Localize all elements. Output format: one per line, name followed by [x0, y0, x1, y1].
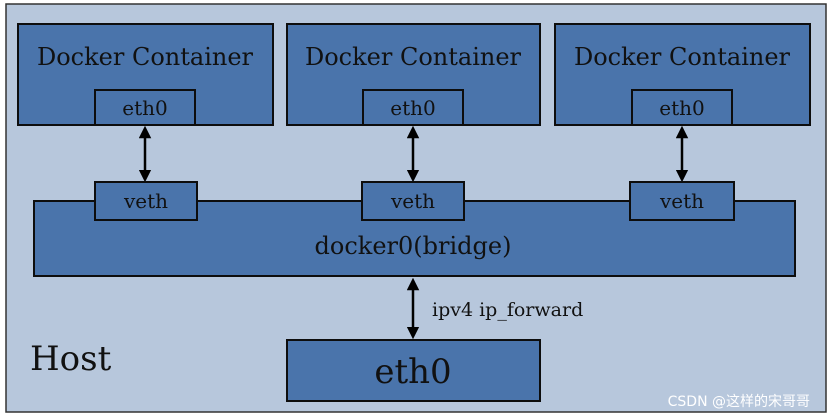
- docker-container-3: Docker Container eth0: [554, 23, 811, 126]
- container-3-eth0-box: [631, 89, 733, 126]
- container-3-eth0-label: eth0: [659, 96, 704, 120]
- veth-1-label: veth: [123, 189, 168, 213]
- container-2-eth0-label: eth0: [390, 96, 435, 120]
- host-label: Host: [30, 339, 112, 379]
- veth-1: veth: [94, 181, 198, 221]
- bridge-label: docker0(bridge): [315, 232, 512, 260]
- docker-container-2: Docker Container eth0: [286, 23, 541, 126]
- watermark: CSDN @这样的宋哥哥: [668, 393, 810, 410]
- docker-container-1: Docker Container eth0: [17, 23, 274, 126]
- container-1-eth0-label: eth0: [122, 96, 167, 120]
- forward-label: ipv4 ip_forward: [432, 299, 583, 321]
- host-eth0-box: [286, 339, 541, 402]
- veth-2-label: veth: [390, 189, 435, 213]
- veth-2: veth: [361, 181, 465, 221]
- container-1-eth0-box: [94, 89, 196, 126]
- container-2-title: Docker Container: [305, 43, 522, 71]
- container-1-title: Docker Container: [37, 43, 254, 71]
- veth-3: veth: [629, 181, 735, 221]
- container-2-eth0-box: [362, 89, 464, 126]
- container-3-title: Docker Container: [574, 43, 791, 71]
- veth-3-label: veth: [659, 189, 704, 213]
- host-eth0-label: eth0: [374, 352, 451, 392]
